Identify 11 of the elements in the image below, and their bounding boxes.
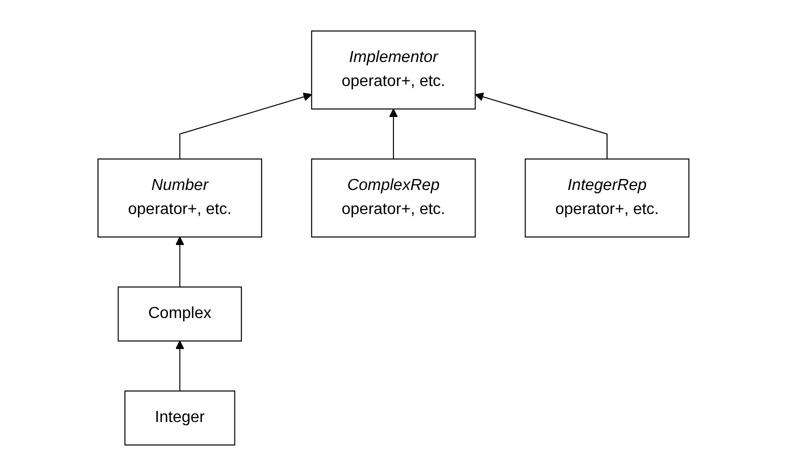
arrow [174, 236, 184, 287]
arrow [174, 340, 184, 391]
arrow [178, 92, 312, 159]
arrow [474, 92, 608, 159]
node-box: Integer [124, 390, 235, 445]
node-box: Implementor operator+, etc. [310, 30, 476, 109]
node-box: Number operator+, etc. [97, 158, 262, 237]
node-box: Complex [117, 286, 242, 341]
node-box: ComplexRep operator+, etc. [310, 158, 476, 237]
node-box: IntegerRep operator+, etc. [524, 158, 689, 237]
arrow [388, 108, 398, 159]
